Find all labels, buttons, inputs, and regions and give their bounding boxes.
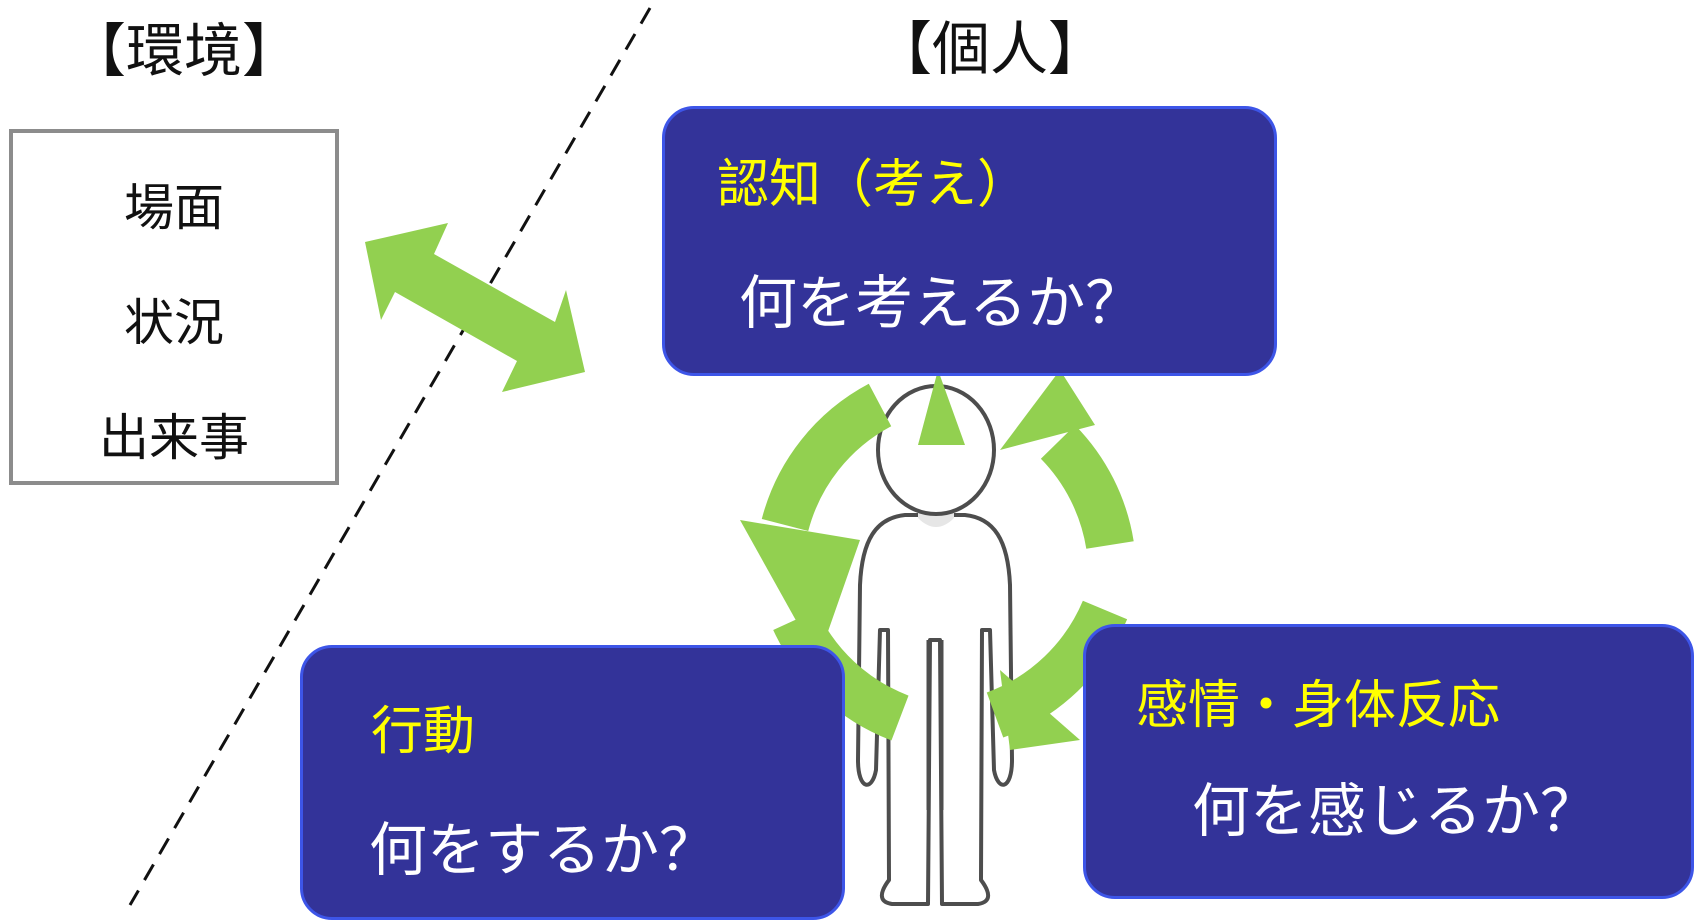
double-headed-arrow-icon <box>365 223 585 392</box>
emotion-question: 何を感じるか？ <box>1192 777 1599 845</box>
cycle-arrowhead-top-left-icon <box>918 370 965 445</box>
environment-item-event: 出来事 <box>99 409 249 467</box>
environment-item-situation: 状況 <box>124 294 224 352</box>
cycle-arrowhead-left-icon <box>740 520 860 660</box>
behavior-title: 行動 <box>371 702 476 762</box>
card-cognition: 認知（考え） 何を考えるか？ <box>662 106 1277 376</box>
cycle-arrowheads <box>740 370 1095 750</box>
cycle-arrowhead-right-icon <box>1000 670 1080 750</box>
environment-box: 場面 状況 出来事 <box>9 129 339 485</box>
environment-heading: 【環境】 <box>68 17 301 85</box>
environment-item-scene: 場面 <box>124 179 224 237</box>
card-behavior: 行動 何をするか？ <box>300 645 845 920</box>
card-emotion: 感情・身体反応 何を感じるか？ <box>1083 624 1694 899</box>
cognition-title: 認知（考え） <box>717 155 1030 215</box>
cycle-arrowhead-top-right-icon <box>1000 370 1095 450</box>
cognition-question: 何を考えるか？ <box>739 269 1144 337</box>
individual-heading: 【個人】 <box>874 15 1107 83</box>
behavior-question: 何をするか？ <box>369 816 718 884</box>
person-figure-icon <box>856 384 1014 906</box>
emotion-title: 感情・身体反応 <box>1136 676 1501 736</box>
